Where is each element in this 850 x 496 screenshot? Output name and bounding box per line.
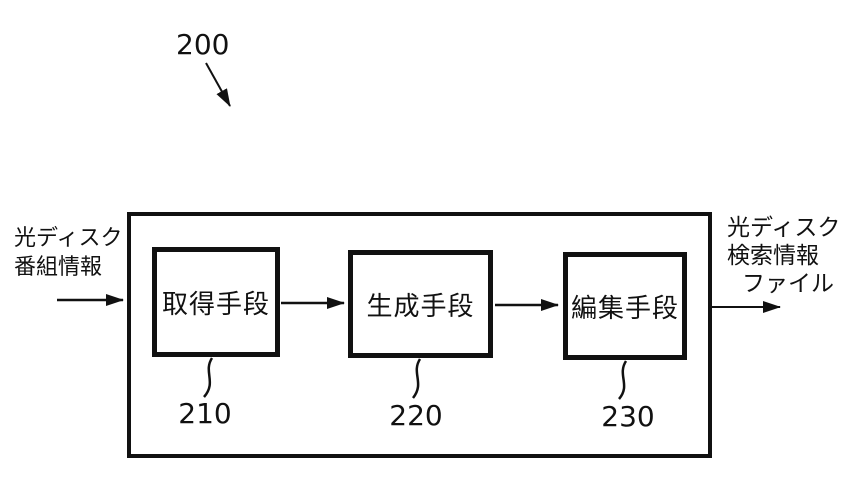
input-signal-label: 光ディスク 番組情報 xyxy=(14,224,122,282)
output-signal-label-line1: 光ディスク xyxy=(727,215,841,241)
figure-reference-label: 200 xyxy=(176,28,230,61)
reference-pointer-arrow xyxy=(205,62,231,107)
input-signal-label-line1: 光ディスク xyxy=(14,226,123,251)
block-generation-ref: 220 xyxy=(389,399,443,432)
block-acquisition-ref: 210 xyxy=(178,397,232,430)
block-editing-means: 編集手段 xyxy=(563,252,687,360)
input-signal-label-line2: 番組情報 xyxy=(14,255,103,280)
output-signal-label-line2: 検索情報 xyxy=(727,243,819,269)
block-acquisition-means: 取得手段 xyxy=(152,247,280,357)
block-editing-label: 編集手段 xyxy=(570,293,679,324)
block-generation-means: 生成手段 xyxy=(348,250,493,358)
output-signal-label: 光ディスク 検索情報 ファイル xyxy=(727,214,840,298)
block-generation-label: 生成手段 xyxy=(366,291,475,322)
block-acquisition-label: 取得手段 xyxy=(161,289,270,320)
output-signal-label-line3: ファイル xyxy=(742,271,834,297)
block-editing-ref: 230 xyxy=(601,400,655,433)
